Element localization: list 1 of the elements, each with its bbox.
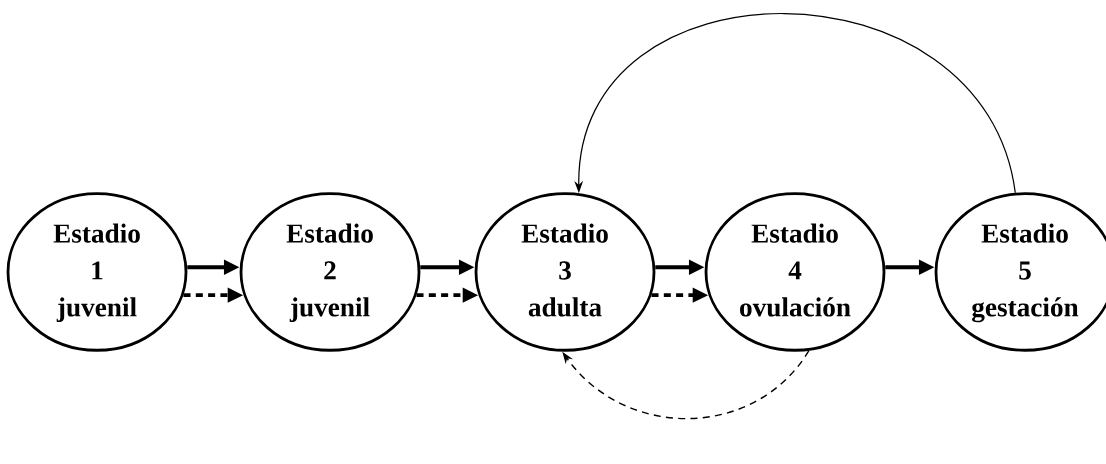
arrow: [562, 350, 810, 420]
